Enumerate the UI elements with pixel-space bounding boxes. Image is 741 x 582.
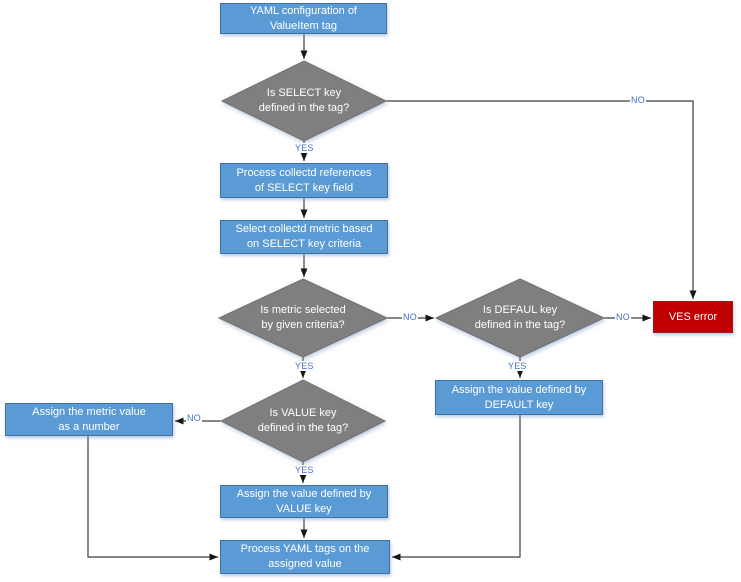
node-process-references: Process collectd references of SELECT ke… <box>220 163 388 198</box>
edge-label-no-default: NO <box>615 312 631 322</box>
node-assign-value: Assign the value defined by VALUE key <box>220 485 388 518</box>
edge-label-yes-metric: YES <box>294 361 315 371</box>
edge-select-no-to-ves-error <box>386 100 697 299</box>
decision-select-key-label: Is SELECT key defined in the tag? <box>258 87 350 114</box>
edge-label-no-select: NO <box>630 95 646 105</box>
edge-label-yes-value: YES <box>294 465 315 475</box>
decision-select-key-shape <box>220 60 388 142</box>
edge-label-no-metric: NO <box>402 312 418 322</box>
decision-metric-selected-label: Is metric selected by given criteria? <box>260 304 346 331</box>
decision-value-key-label: Is VALUE key defined in the tag? <box>257 407 349 434</box>
decision-default-key-label: Is DEFAUL key defined in the tag? <box>474 304 566 331</box>
node-ves-error: VES error <box>653 301 733 333</box>
decision-metric-selected-shape <box>217 278 389 358</box>
decision-value-key-shape <box>219 379 387 463</box>
node-process-tags: Process YAML tags on the assigned value <box>220 540 390 574</box>
decision-default-key-shape <box>434 278 606 358</box>
edge-label-no-value: NO <box>186 413 202 423</box>
node-select-metric: Select collectd metric based on SELECT k… <box>220 220 388 254</box>
edge-label-yes-default: YES <box>507 361 528 371</box>
node-assign-default: Assign the value defined by DEFAULT key <box>435 380 603 415</box>
edge-assign-default-to-process-tags <box>392 415 521 561</box>
node-assign-number: Assign the metric value as a number <box>5 403 173 436</box>
edge-assign-number-to-process-tags <box>87 436 218 561</box>
node-start: YAML configuration of ValueItem tag <box>220 3 387 34</box>
edge-label-yes-select: YES <box>294 143 315 153</box>
